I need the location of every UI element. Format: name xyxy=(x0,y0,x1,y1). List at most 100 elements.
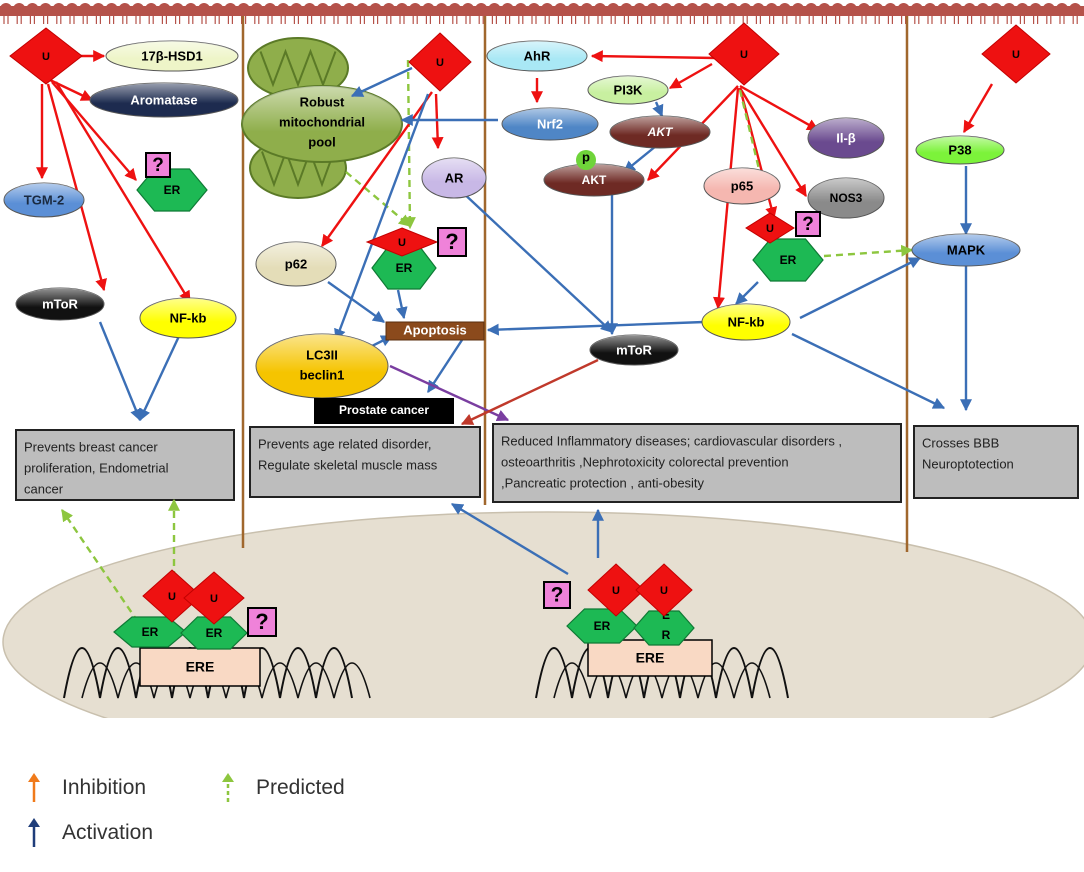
arrow-u3-nos3 xyxy=(738,87,808,198)
node-mapk: MAPK xyxy=(911,233,1021,267)
urolithin-ligand-3b-label: U xyxy=(766,223,774,235)
arrow-u3-il xyxy=(739,84,820,132)
urolithin-nucleus-2-label: U xyxy=(210,593,218,605)
er-receptor-1-label: ER xyxy=(164,183,181,197)
question-mark-icon-2: ? xyxy=(437,227,467,257)
arrow-akt-akt xyxy=(623,145,657,173)
node-nos3: NOS3 xyxy=(807,177,885,219)
legend-inhibition-label: Inhibition xyxy=(62,776,147,799)
outcome-neuroprotection-line-2: Neuroptotection xyxy=(922,456,1014,471)
node-aromatase-label: Aromatase xyxy=(130,92,197,107)
node-nfkb-mid: NF-kb xyxy=(701,303,791,341)
er-receptor-2-label: ER xyxy=(396,261,413,275)
node-apoptosis-label: Apoptosis xyxy=(403,322,467,337)
urolithin-ligand-2-label: U xyxy=(436,57,444,69)
node-17b-hsd1-label: 17β-HSD1 xyxy=(141,48,202,63)
question-mark-glyph: ? xyxy=(551,584,564,607)
outcome-neuroprotection: Crosses BBB Neuroptotection xyxy=(913,425,1079,499)
outcome-age-disorder-line-1: Prevents age related disorder, xyxy=(258,436,431,451)
node-lc3-beclin: LC3II beclin1 xyxy=(255,333,389,399)
arrow-er2-apoptosis xyxy=(395,289,408,320)
question-mark-glyph: ? xyxy=(802,214,814,235)
er-nucleus-3: ER xyxy=(566,608,638,644)
er-nucleus-2-label: ER xyxy=(206,626,223,640)
node-pi3k-label: PI3K xyxy=(614,82,644,97)
node-p38: P38 xyxy=(915,135,1005,165)
urolithin-ligand-4: U xyxy=(981,24,1051,84)
outcome-inflammatory: Reduced Inflammatory diseases; cardiovas… xyxy=(492,423,902,503)
node-ahr-label: AhR xyxy=(524,48,551,63)
urolithin-ligand-2b: U xyxy=(365,227,439,257)
er-nucleus-3-label: ER xyxy=(594,619,611,633)
urolithin-nucleus-2: U xyxy=(183,571,245,625)
node-nrf2-label: Nrf2 xyxy=(537,116,563,131)
urolithin-ligand-2: U xyxy=(408,32,472,92)
question-mark-icon-5: ? xyxy=(543,581,571,609)
legend-activation: Activation xyxy=(28,817,153,849)
node-mtor-mid: mToR xyxy=(589,334,679,366)
arrow-u4-p38 xyxy=(962,83,994,134)
arrow-mito-er-predicted xyxy=(345,171,411,227)
urolithin-nucleus-3: U xyxy=(587,563,645,617)
question-mark-glyph: ? xyxy=(445,229,458,254)
outcome-age-disorder: Prevents age related disorder, Regulate s… xyxy=(249,426,481,498)
node-mapk-label: MAPK xyxy=(947,242,986,257)
node-prostate-label: Prostate cancer xyxy=(339,403,429,417)
node-tgm2-label: TGM-2 xyxy=(24,192,64,207)
outcome-inflammatory-line-2: osteoarthritis ,Nephrotoxicity colorecta… xyxy=(501,454,789,469)
urolithin-nucleus-1: U xyxy=(142,569,202,623)
arrow-u-nfkb xyxy=(54,81,192,304)
urolithin-nucleus-1-label: U xyxy=(168,591,176,603)
inhibition-arrow-icon xyxy=(28,773,40,802)
urolithin-ligand-1: U xyxy=(9,27,83,85)
er-receptor-3-label: ER xyxy=(780,253,797,267)
node-nrf2: Nrf2 xyxy=(501,107,599,141)
urolithin-nucleus-3-label: U xyxy=(612,585,620,597)
question-mark-icon-4: ? xyxy=(247,607,277,637)
node-p65: p65 xyxy=(703,167,781,205)
question-mark-glyph: ? xyxy=(255,609,268,634)
legend-activation-label: Activation xyxy=(62,821,154,844)
node-nfkb-left: NF-kb xyxy=(139,297,237,339)
urolithin-ligand-1-label: U xyxy=(42,51,50,63)
node-akt-1: AKT xyxy=(609,115,711,149)
urolithin-ligand-3: U xyxy=(708,22,780,86)
er-receptor-1: ER xyxy=(136,168,208,212)
node-lc3-label-1: LC3II xyxy=(306,347,338,362)
ere-left-label: ERE xyxy=(186,659,215,675)
arrow-er3-nfkb xyxy=(735,281,759,305)
er-nucleus-4-label-1: E xyxy=(662,608,670,622)
node-p62: p62 xyxy=(255,241,337,287)
legend-inhibition: Inhibition xyxy=(28,772,146,804)
node-ar-label: AR xyxy=(445,170,464,185)
ere-right-label: ERE xyxy=(636,650,665,666)
question-mark-glyph: ? xyxy=(152,155,164,176)
er-receptor-3: ER xyxy=(752,238,824,282)
node-nfkb-left-label: NF-kb xyxy=(170,310,207,325)
outcome-breast-cancer-line-3: cancer xyxy=(24,481,64,496)
outcome-inflammatory-line-1: Reduced Inflammatory diseases; cardiovas… xyxy=(501,433,842,448)
outcome-age-disorder-line-2: Regulate skeletal muscle mass xyxy=(258,457,438,472)
node-apoptosis: Apoptosis xyxy=(385,321,485,341)
node-lc3-label-2: beclin1 xyxy=(300,367,345,382)
node-17b-hsd1: 17β-HSD1 xyxy=(105,40,239,72)
mito-label-2: mitochondrial xyxy=(279,114,365,129)
node-prostate-cancer: Prostate cancer xyxy=(314,398,454,424)
question-mark-icon-3: ? xyxy=(795,211,821,237)
arrow-mtor-outcome xyxy=(98,321,142,422)
node-akt-1-label: AKT xyxy=(647,125,674,139)
node-aromatase: Aromatase xyxy=(89,82,239,118)
arrow-u-mtor xyxy=(46,83,107,292)
nucleus-bottom-mask xyxy=(0,718,1084,778)
er-nucleus-4: ER xyxy=(633,608,695,646)
arrow-u2-lc3 xyxy=(334,93,430,342)
node-pi3k: PI3K xyxy=(587,75,669,105)
outcome-neuroprotection-line-1: Crosses BBB xyxy=(922,435,999,450)
urolithin-ligand-3-label: U xyxy=(740,49,748,61)
urolithin-ligand-3b: U xyxy=(745,212,795,244)
outcome-inflammatory-line-3: ,Pancreatic protection , anti-obesity xyxy=(501,475,705,490)
outcome-breast-cancer-line-1: Prevents breast cancer xyxy=(24,439,158,454)
